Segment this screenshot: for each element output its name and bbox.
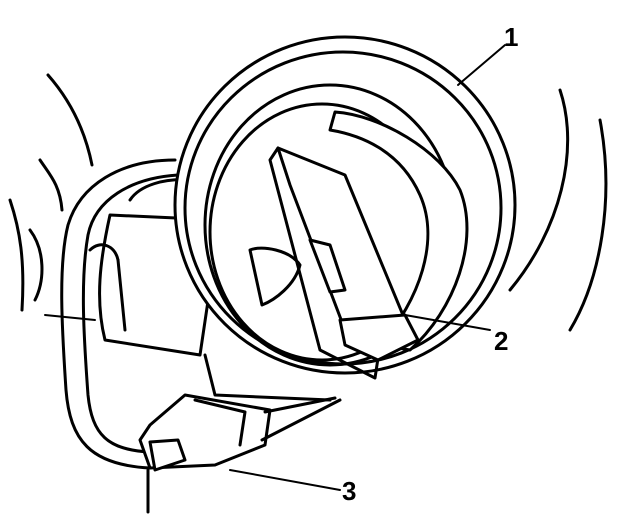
electrical-connector: [138, 393, 342, 514]
bulb-tab: [268, 146, 420, 380]
background-structure: [8, 73, 608, 332]
wiring-harness: [60, 158, 180, 470]
callout-3-label: 3: [342, 476, 356, 506]
callout-2-label: 2: [494, 326, 508, 356]
leader-lines: [229, 44, 506, 491]
callout-1-label: 1: [504, 22, 518, 52]
